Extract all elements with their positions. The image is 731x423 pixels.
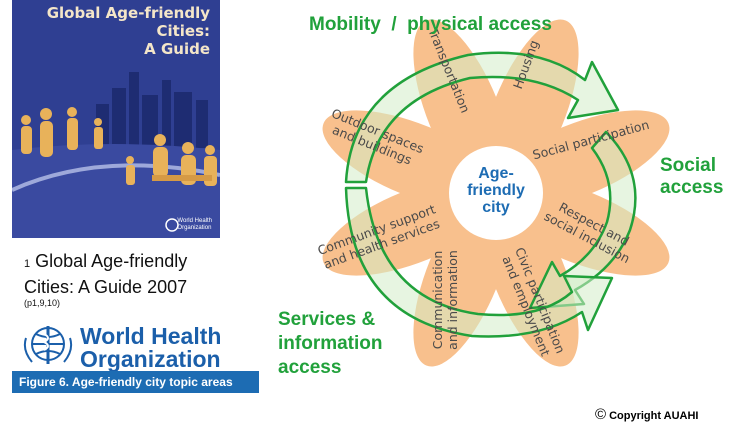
who-emblem-icon xyxy=(23,326,73,364)
center-line-3: city xyxy=(482,199,510,216)
book-citation: 1 Global Age-friendly Cities: A Guide 20… xyxy=(24,250,224,299)
citation-pages: (p1,9,10) xyxy=(24,298,61,308)
book-title: Global Age-friendly Cities: A Guide xyxy=(46,4,210,58)
center-line-2: friendly xyxy=(467,182,525,199)
center-circle xyxy=(449,146,543,240)
services-arrow xyxy=(344,186,614,338)
petal-label-communication-line-1: Communication xyxy=(430,251,445,350)
services-access-label: Services & information access xyxy=(278,309,383,378)
citation-number: 1 xyxy=(24,258,31,270)
center-label: Age- friendly city xyxy=(467,165,525,216)
domain-arrows xyxy=(344,51,637,338)
center-line-1: Age- xyxy=(478,165,514,182)
who-logo-text: World Health Organization xyxy=(80,323,222,372)
book-publisher: World Health Organization xyxy=(177,218,212,231)
petal-label-communication-line-2: and information xyxy=(445,250,460,350)
mobility-label: Mobility / physical access xyxy=(309,14,552,35)
mobility-arrow xyxy=(344,51,620,184)
guide-book-cover: Global Age-friendly Cities: A Guide Worl… xyxy=(12,0,220,238)
social-access-label: Social access xyxy=(660,155,724,198)
copyright-notice: ©Copyright AUAHI xyxy=(595,406,699,423)
citation-text: Global Age-friendly Cities: A Guide 2007 xyxy=(24,251,188,297)
figure-caption: Figure 6. Age-friendly city topic areas xyxy=(12,371,259,393)
book-cover-illustration xyxy=(12,72,220,238)
